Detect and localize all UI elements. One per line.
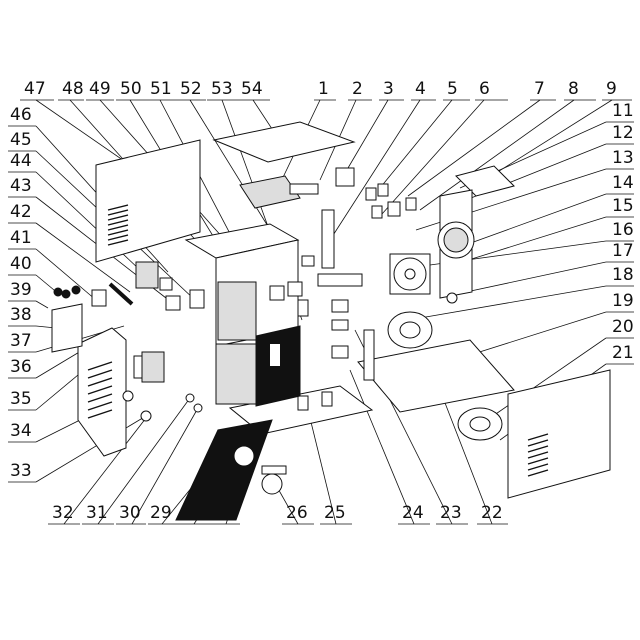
rear-wheel-upper <box>387 311 433 349</box>
right-cover-panel <box>507 369 611 499</box>
label: 9 <box>606 79 617 99</box>
label: 46 <box>10 105 32 125</box>
mounting-brackets <box>165 289 205 311</box>
knobs <box>53 285 81 299</box>
label: 3 <box>383 79 394 99</box>
bottom-plate <box>357 339 515 413</box>
label: 20 <box>612 317 634 337</box>
label: 19 <box>612 291 634 311</box>
label: 47 <box>24 79 46 99</box>
label: 1 <box>318 79 329 99</box>
label: 32 <box>52 503 74 523</box>
cable-clamp <box>91 289 107 307</box>
right-labels: 11 12 13 14 15 16 17 18 19 20 21 <box>612 101 634 363</box>
label: 38 <box>10 305 32 325</box>
label: 40 <box>10 254 32 274</box>
cable-gland <box>446 292 458 304</box>
label: 48 <box>62 79 84 99</box>
label: 42 <box>10 202 32 222</box>
label: 49 <box>89 79 111 99</box>
label: 6 <box>479 79 490 99</box>
label: 41 <box>10 228 32 248</box>
label: 45 <box>10 130 32 150</box>
left-label-underlines <box>8 125 36 483</box>
label: 31 <box>86 503 108 523</box>
left-labels: 46 45 44 43 42 41 40 39 38 37 36 35 34 3… <box>10 105 32 481</box>
label: 35 <box>10 389 32 409</box>
main-transformer <box>133 351 165 383</box>
label: 37 <box>10 331 32 351</box>
front-panel <box>77 327 127 457</box>
side-rail <box>363 329 375 381</box>
label: 53 <box>211 79 233 99</box>
label: 5 <box>447 79 458 99</box>
label: 26 <box>286 503 308 523</box>
heatsink-upper <box>217 281 257 341</box>
label: 34 <box>10 421 32 441</box>
chassis-components <box>269 255 315 317</box>
label: 29 <box>150 503 172 523</box>
heatsink-lower <box>215 343 257 405</box>
front-caster <box>233 445 255 467</box>
rear-panel <box>437 189 475 299</box>
label: 36 <box>10 357 32 377</box>
label: 21 <box>612 343 634 363</box>
label: 16 <box>612 220 634 240</box>
top-plate <box>212 121 356 163</box>
label: 54 <box>241 79 263 99</box>
label: 7 <box>534 79 545 99</box>
label: 14 <box>612 173 634 193</box>
label: 51 <box>150 79 172 99</box>
label: 2 <box>352 79 363 99</box>
auxiliary-transformer <box>335 167 355 187</box>
label: 30 <box>119 503 141 523</box>
label: 24 <box>402 503 424 523</box>
output-reactor <box>135 261 173 291</box>
label: 39 <box>10 280 32 300</box>
label: 33 <box>10 461 32 481</box>
label: 25 <box>324 503 346 523</box>
insulating-strip <box>321 209 335 269</box>
label: 50 <box>120 79 142 99</box>
label: 11 <box>612 101 634 121</box>
insulation-sheet <box>175 419 273 521</box>
label: 8 <box>568 79 579 99</box>
label: 22 <box>481 503 503 523</box>
rectifier-modules <box>317 273 363 359</box>
top-labels: 47 48 49 50 51 52 53 54 1 2 3 4 5 6 7 8 … <box>24 79 617 99</box>
label: 44 <box>10 151 32 171</box>
label: 43 <box>10 176 32 196</box>
rear-wheel-lower <box>457 407 503 441</box>
label: 23 <box>440 503 462 523</box>
label: 15 <box>612 196 634 216</box>
support-rod <box>108 282 134 306</box>
control-plate <box>51 303 83 353</box>
swivel-caster <box>261 465 287 495</box>
right-label-underlines <box>606 121 634 365</box>
label: 17 <box>612 241 634 261</box>
fasteners <box>185 393 203 413</box>
label: 12 <box>612 123 634 143</box>
label: 4 <box>415 79 426 99</box>
label: 52 <box>180 79 202 99</box>
capacitors <box>122 390 152 422</box>
left-cover-panel <box>95 139 201 263</box>
control-board <box>239 175 301 209</box>
main-pcb <box>255 325 301 407</box>
handle <box>455 165 515 197</box>
bottom-labels: 32 31 30 29 28 27 26 25 24 23 22 <box>52 503 503 523</box>
terminal-block <box>289 183 319 195</box>
label: 18 <box>612 265 634 285</box>
relay-set <box>371 197 417 219</box>
label: 13 <box>612 148 634 168</box>
bracket-clips <box>365 183 389 201</box>
cooling-fan <box>389 253 431 295</box>
